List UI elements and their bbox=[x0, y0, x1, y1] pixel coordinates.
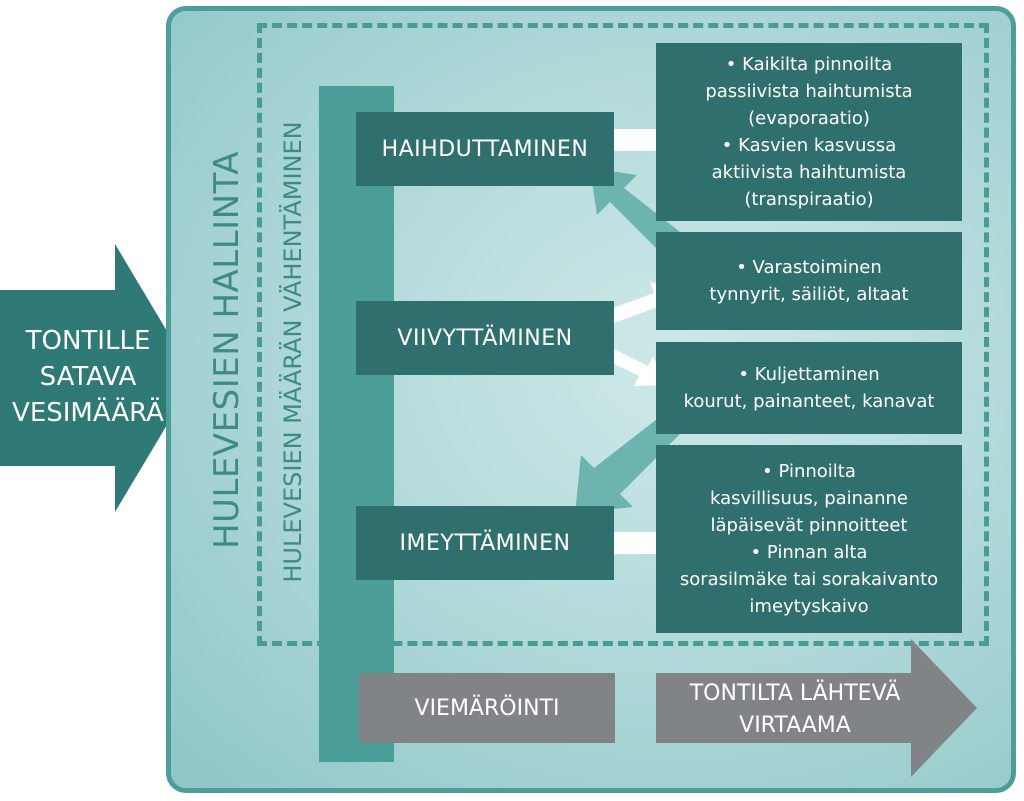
output-arrow-label: TONTILTA LÄHTEVÄ VIRTAAMA bbox=[689, 681, 901, 738]
vertical-flow-bar bbox=[319, 86, 394, 762]
method-viivyttaminen: VIIVYTTÄMINEN bbox=[356, 301, 614, 375]
input-arrow-label: TONTILLE SATAVA VESIMÄÄRÄ bbox=[12, 326, 164, 428]
viemarointi-box: VIEMÄRÖINTI bbox=[359, 673, 615, 743]
detail-imeyttaminen: • Pinnoilta kasvillisuus, painanne läpäi… bbox=[656, 445, 962, 633]
detail-kuljettaminen: • Kuljettaminen kourut, painanteet, kana… bbox=[656, 342, 962, 434]
method-haihduttaminen: HAIHDUTTAMINEN bbox=[356, 112, 614, 186]
output-arrow bbox=[656, 639, 977, 777]
detail-varastoiminen: • Varastoiminen tynnyrit, säiliöt, altaa… bbox=[656, 232, 962, 330]
quantity-reduction-dashed-area bbox=[257, 23, 989, 646]
arrow-transport-to-infiltration bbox=[575, 412, 684, 513]
arrow-storage-to-evap bbox=[590, 168, 680, 252]
detail-haihduttaminen: • Kaikilta pinnoilta passiivista haihtum… bbox=[656, 43, 962, 221]
method-imeyttaminen: IMEYTTÄMINEN bbox=[356, 506, 614, 580]
